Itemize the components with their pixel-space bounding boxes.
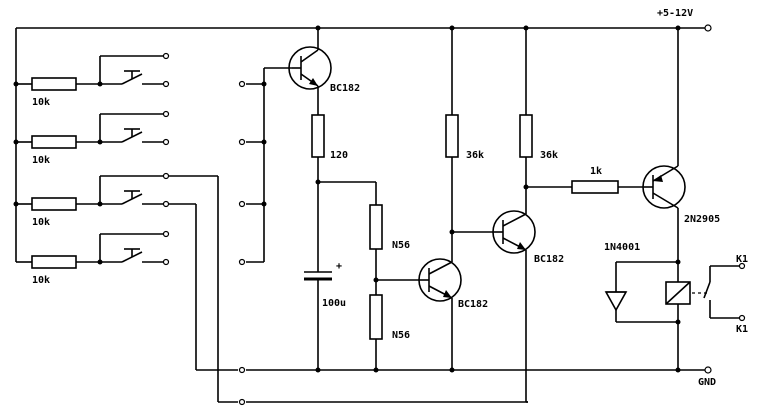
resistor-1k: [571, 180, 619, 194]
transistor-q1: [288, 28, 332, 115]
resistor-n56-top-label: N56: [392, 240, 410, 251]
keypad-row-4: [16, 233, 264, 269]
ground-label: GND: [698, 377, 716, 388]
resistor-10k-4: [31, 255, 77, 269]
keypad-terminals: [162, 52, 246, 406]
q3-label: BC182: [534, 254, 564, 265]
diode-label: 1N4001: [604, 242, 640, 253]
timing-node: [315, 157, 377, 272]
resistor-label-1: 10k: [32, 97, 50, 108]
q2-label: BC182: [458, 299, 488, 310]
q1-label: BC182: [330, 83, 360, 94]
keypad-row-2: [16, 113, 264, 149]
supply-label: +5-12V: [657, 8, 693, 19]
keypad-junctions: [13, 81, 103, 265]
divider-node: [373, 249, 420, 295]
transistor-q4: [642, 28, 686, 262]
resistor-10k-1: [31, 77, 77, 91]
junction: [449, 25, 455, 31]
transistor-q3: [492, 157, 536, 403]
junction: [675, 25, 681, 31]
base-bus: [261, 67, 292, 262]
q4-label: 2N2905: [684, 214, 720, 225]
ground-rail: [218, 369, 706, 403]
resistor-n56-bottom-label: N56: [392, 330, 410, 341]
contact-label-top: K1: [736, 254, 748, 265]
resistor-label-4: 10k: [32, 275, 50, 286]
resistor-n56-bottom: [369, 294, 383, 340]
relay-contact: [692, 262, 746, 322]
relay-coil: [665, 262, 691, 373]
resistor-1k-label: 1k: [590, 166, 602, 177]
resistor-n56-top: [369, 204, 383, 250]
resistor-120-label: 120: [330, 150, 348, 161]
capacitor-label: 100u: [322, 298, 346, 309]
junction: [315, 367, 321, 373]
resistor-36k-a-label: 36k: [466, 150, 484, 161]
q4-base-node: [523, 184, 572, 190]
resistor-36k-b: [519, 114, 533, 158]
resistor-36k-a: [445, 114, 459, 158]
resistor-10k-2: [31, 135, 77, 149]
supply-terminal: [704, 24, 712, 32]
ground-terminal: [704, 366, 712, 374]
resistor-36k-b-label: 36k: [540, 150, 558, 161]
contact-label-bottom: K1: [736, 324, 748, 335]
junction: [373, 367, 379, 373]
resistor-10k-3: [31, 197, 77, 211]
resistor-label-2: 10k: [32, 155, 50, 166]
q3-base-node: [449, 157, 494, 235]
supply-rail: [15, 27, 706, 262]
keypad-row-3: [16, 175, 264, 402]
junction: [449, 367, 455, 373]
svg-text:+: +: [336, 261, 342, 272]
diode-1n4001: [604, 259, 681, 325]
junction: [523, 25, 529, 31]
transistor-q2: [418, 232, 462, 370]
keypad-row-1: [16, 55, 264, 91]
capacitor-100u: +: [304, 261, 342, 370]
resistor-label-3: 10k: [32, 217, 50, 228]
junction: [315, 25, 321, 31]
resistor-120: [311, 114, 325, 158]
